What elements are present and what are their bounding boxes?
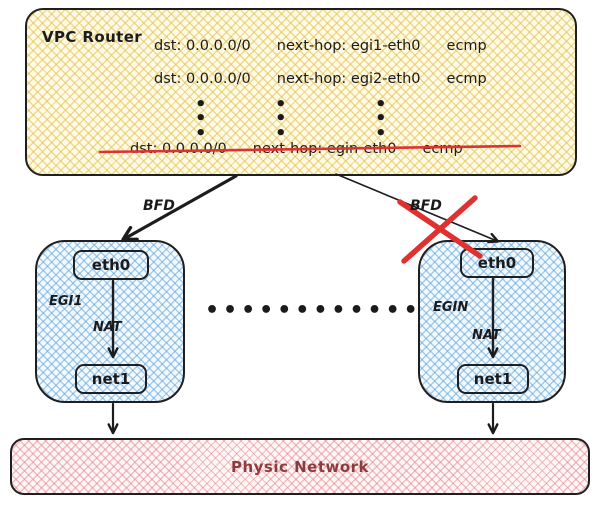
route-n-mode: ecmp (422, 141, 463, 157)
egin-nat-label: NAT (472, 328, 501, 343)
route-entry-2: dst: 0.0.0.0/0 next-hop: egi2-eth0 ecmp (154, 71, 487, 87)
physic-network-box: Physic Network (10, 438, 590, 495)
egin-net1-chip: net1 (457, 364, 529, 394)
egin-eth0-chip: eth0 (460, 248, 534, 278)
vertical-ellipsis-1: • • • (195, 94, 207, 144)
egi1-eth0-chip: eth0 (73, 250, 149, 280)
bfd-arrow-left (121, 174, 238, 242)
route-entry-1: dst: 0.0.0.0/0 next-hop: egi1-eth0 ecmp (154, 38, 487, 54)
route-n-next-hop: next-hop: egin-eth0 (252, 141, 397, 157)
route-1-mode: ecmp (446, 38, 487, 54)
route-1-dst: dst: 0.0.0.0/0 (154, 38, 251, 54)
vertical-ellipsis-3: • • • (375, 94, 387, 144)
route-2-mode: ecmp (446, 71, 487, 87)
egin-box: eth0 EGIN NAT net1 (418, 240, 566, 403)
route-n-dst: dst: 0.0.0.0/0 (130, 141, 227, 157)
physic-network-label: Physic Network (230, 457, 370, 476)
egi1-nat-label: NAT (93, 320, 122, 335)
route-2-next-hop: next-hop: egi2-eth0 (276, 71, 421, 87)
vertical-ellipsis-2: • • • (275, 94, 287, 144)
egi1-label: EGI1 (49, 294, 83, 309)
egi1-net1-chip: net1 (75, 364, 147, 394)
vpc-router-box: VPC Router dst: 0.0.0.0/0 next-hop: egi1… (25, 8, 577, 176)
ellipsis-separator: ••••••••••••• (205, 298, 440, 323)
bfd-label-left: BFD (143, 198, 175, 214)
bfd-label-right: BFD (410, 198, 442, 214)
route-2-dst: dst: 0.0.0.0/0 (154, 71, 251, 87)
route-entry-struck: dst: 0.0.0.0/0 next-hop: egin-eth0 ecmp (130, 141, 463, 157)
egin-label: EGIN (433, 300, 469, 315)
egi1-box: eth0 EGI1 NAT net1 (35, 240, 185, 403)
vpc-router-title: VPC Router (42, 28, 143, 46)
route-1-next-hop: next-hop: egi1-eth0 (276, 38, 421, 54)
